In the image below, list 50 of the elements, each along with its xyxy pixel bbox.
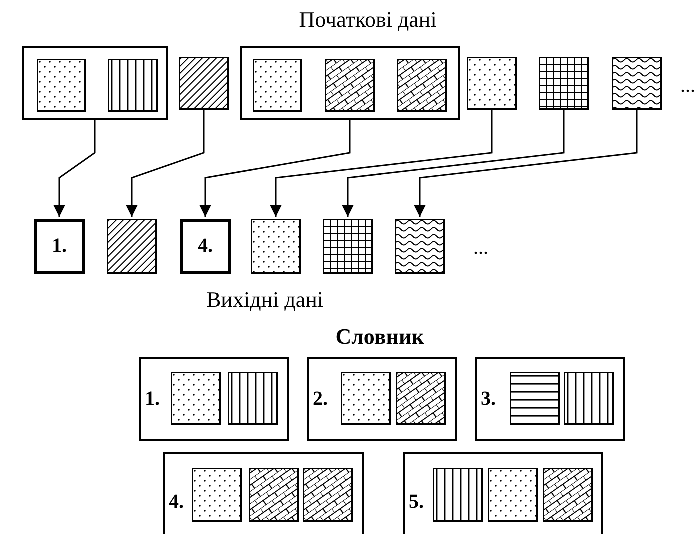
wavy-square — [612, 57, 662, 110]
dotted-square — [37, 59, 86, 112]
arrow — [200, 120, 351, 217]
entry-number: 4. — [169, 492, 184, 512]
dictionary-entry-frame — [475, 357, 625, 441]
entry-number: 3. — [481, 389, 496, 409]
dotted-square — [251, 219, 301, 274]
dotted-square — [253, 59, 302, 112]
horizontal-striped-square — [510, 372, 560, 425]
code-box: 1. — [34, 219, 85, 274]
brick-hatched-square — [325, 59, 375, 112]
brick-hatched-square — [303, 468, 353, 522]
entry-number: 2. — [313, 389, 328, 409]
dotted-square — [341, 372, 391, 425]
dotted-square — [171, 372, 221, 425]
dictionary-entry-frame — [163, 452, 364, 534]
section-heading: Вихідні дані — [206, 289, 324, 311]
arrow — [54, 120, 96, 217]
dotted-square — [467, 57, 517, 110]
section-heading: Словник — [336, 326, 424, 348]
group-frame — [240, 46, 460, 120]
dictionary-entry-frame — [307, 357, 457, 441]
code-box: 4. — [180, 219, 231, 274]
ellipsis: ... — [474, 238, 488, 258]
grid-square — [323, 219, 373, 274]
dotted-square — [192, 468, 242, 522]
brick-hatched-square — [397, 59, 447, 112]
diagonal-hatched-square — [179, 57, 229, 110]
entry-number: 5. — [409, 492, 424, 512]
dictionary-entry-frame — [139, 357, 289, 441]
arrow — [414, 110, 638, 217]
ellipsis: ... — [680, 76, 696, 96]
entry-number: 1. — [145, 389, 160, 409]
dotted-square — [488, 468, 538, 522]
wavy-square — [395, 219, 445, 274]
vertical-striped-square — [228, 372, 278, 425]
section-heading: Початкові дані — [299, 9, 437, 31]
brick-hatched-square — [249, 468, 299, 522]
group-frame — [22, 46, 168, 120]
dictionary-entry-frame — [403, 452, 603, 534]
vertical-striped-square — [564, 372, 614, 425]
diagonal-hatched-square — [107, 219, 157, 274]
arrow — [270, 110, 493, 217]
arrow — [126, 110, 205, 217]
grid-square — [539, 57, 589, 110]
vertical-striped-square — [108, 59, 158, 112]
vertical-striped-square — [433, 468, 483, 522]
arrow — [342, 110, 565, 217]
brick-hatched-square — [396, 372, 446, 425]
brick-hatched-square — [543, 468, 593, 522]
